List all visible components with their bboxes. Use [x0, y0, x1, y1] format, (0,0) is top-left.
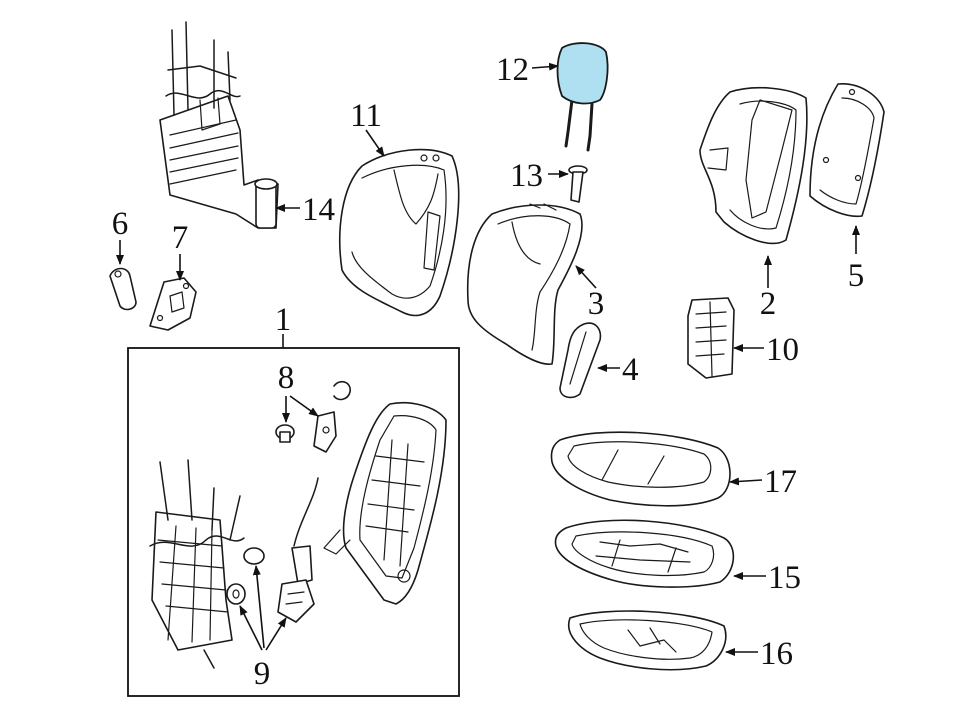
- part-17-seat-cushion: [550, 431, 731, 507]
- callout-1: 1: [275, 302, 292, 338]
- assembly-bracket-8: [275, 380, 351, 453]
- callout-5: 5: [848, 258, 865, 294]
- callout-17: 17: [764, 464, 797, 500]
- assembly-1-box: [127, 347, 460, 697]
- callout-6: 6: [112, 206, 129, 242]
- callout-16: 16: [760, 636, 793, 672]
- leader-9a: [239, 605, 263, 651]
- leader-11: [365, 129, 385, 157]
- callout-8: 8: [278, 360, 295, 396]
- part-15-seat-pad: [554, 519, 735, 588]
- leader-12: [531, 62, 559, 71]
- part-6-link: [109, 267, 137, 311]
- callout-9: 9: [254, 656, 271, 692]
- callout-3: 3: [588, 286, 605, 322]
- leader-17: [729, 477, 763, 486]
- leader-3: [575, 265, 597, 289]
- assembly-back-panel: [323, 401, 447, 605]
- part-10-module-bracket: [687, 297, 735, 379]
- callout-13: 13: [510, 158, 543, 194]
- callout-15: 15: [768, 560, 801, 596]
- headrest-pad: [556, 42, 609, 105]
- part-4-side-trim: [559, 322, 602, 399]
- assembly-washers-9: [226, 547, 265, 605]
- part-13-guide-sleeve: [568, 165, 588, 203]
- part-16-seat-pan: [567, 610, 727, 671]
- leader-8b: [289, 395, 319, 417]
- leader-lines: [116, 62, 860, 656]
- callout-4: 4: [622, 352, 639, 388]
- callout-labels: 1 2 3 4 5 6 7 8 9 10 11 12 13 14 15 16 1…: [112, 52, 865, 692]
- callout-10: 10: [766, 332, 799, 368]
- callout-12: 12: [496, 52, 529, 88]
- callout-7: 7: [172, 220, 189, 256]
- leader-9c: [265, 617, 287, 651]
- assembly-actuator: [277, 477, 319, 623]
- assembly-wire-frame: [149, 459, 245, 669]
- part-3-seatback-cover: [466, 203, 583, 365]
- callout-2: 2: [760, 286, 777, 322]
- part-14-backrest-frame: [159, 21, 279, 229]
- assembly-1-frame: [127, 347, 460, 697]
- callout-14: 14: [302, 192, 335, 228]
- part-7-cover-plate: [149, 277, 197, 331]
- part-2-back-panel: [699, 86, 808, 245]
- callout-11: 11: [350, 98, 382, 134]
- part-5-back-board: [809, 83, 885, 218]
- part-12-headrest: [556, 42, 609, 152]
- part-11-seatback-cushion: [339, 148, 460, 317]
- leader-9b: [252, 565, 265, 649]
